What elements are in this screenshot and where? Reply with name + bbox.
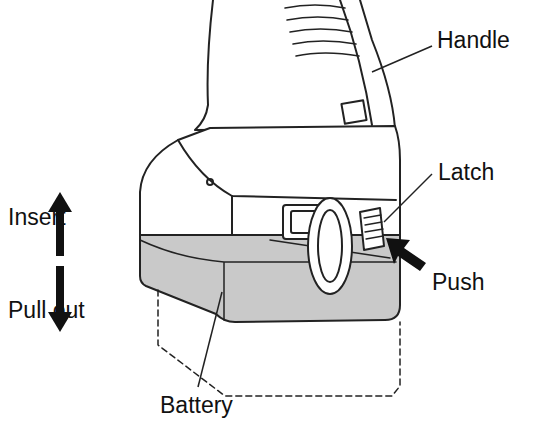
belt-clip-inner <box>318 210 342 282</box>
belt-clip <box>308 198 352 294</box>
battery-edge <box>140 240 396 320</box>
housing-edge <box>178 140 396 200</box>
leader-line <box>384 174 432 222</box>
battery-body <box>140 235 400 322</box>
part-label: Latch <box>438 160 494 185</box>
push-arrow <box>386 238 426 271</box>
latch-ribs <box>364 215 383 239</box>
handle-outline <box>195 0 395 130</box>
action-label: Push <box>432 270 484 295</box>
latch-button <box>360 208 384 250</box>
handle-button <box>341 100 366 124</box>
direction-label: Pull out <box>8 298 85 323</box>
pulled-out-outline <box>158 290 400 396</box>
part-label: Handle <box>437 28 510 53</box>
part-label: Battery <box>160 393 233 418</box>
direction-label: Insert <box>8 205 66 230</box>
leader-line <box>198 292 222 387</box>
leader-line <box>372 46 432 72</box>
grip-lines <box>285 5 359 56</box>
housing-screw <box>207 179 213 185</box>
housing-edge <box>231 196 233 238</box>
